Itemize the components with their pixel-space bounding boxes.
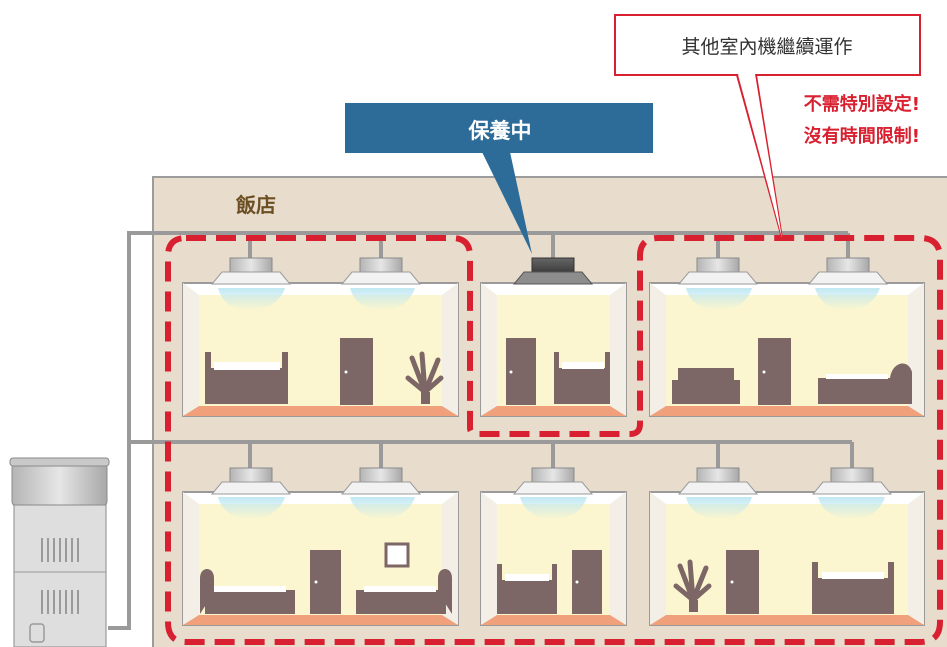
- maintenance-label: 保養中: [468, 119, 532, 143]
- ceiling-cassette-ac-icon: [210, 467, 292, 495]
- building-label: 飯店: [235, 193, 276, 217]
- callout-maintenance: 保養中: [345, 103, 653, 254]
- room-bottom-left: [182, 491, 459, 626]
- callout-others-running-text: 其他室內機繼續運作: [681, 36, 852, 58]
- ceiling-cassette-ac-icon: [807, 257, 889, 285]
- outdoor-ac-unit-icon: [9, 457, 110, 647]
- ceiling-cassette-ac-icon: [340, 257, 422, 285]
- refrigerant-pipes: [108, 231, 854, 630]
- operating-zones: [165, 235, 943, 645]
- room-bottom-right: [649, 491, 925, 626]
- ceiling-cassette-ac-icon: [677, 257, 759, 285]
- room-bottom-middle: [480, 491, 627, 626]
- note-no-settings: 不需特別設定!: [804, 93, 920, 115]
- callout-others-running: 其他室內機繼續運作: [614, 14, 921, 239]
- room-top-right: [649, 282, 925, 417]
- room-top-middle: [480, 282, 627, 417]
- ceiling-cassette-ac-icon: [512, 467, 594, 495]
- ceiling-cassette-ac-icon: [677, 467, 759, 495]
- operating-zone-main: [165, 235, 943, 645]
- ceiling-cassette-ac-icon: [811, 467, 893, 495]
- ceiling-cassette-ac-icon: [340, 467, 422, 495]
- ceiling-cassette-ac-maintenance-icon: [512, 257, 594, 285]
- indoor-units: [210, 257, 893, 495]
- room-top-left: [182, 282, 459, 417]
- ceiling-cassette-ac-icon: [210, 257, 292, 285]
- note-no-time-limit: 沒有時間限制!: [804, 125, 920, 147]
